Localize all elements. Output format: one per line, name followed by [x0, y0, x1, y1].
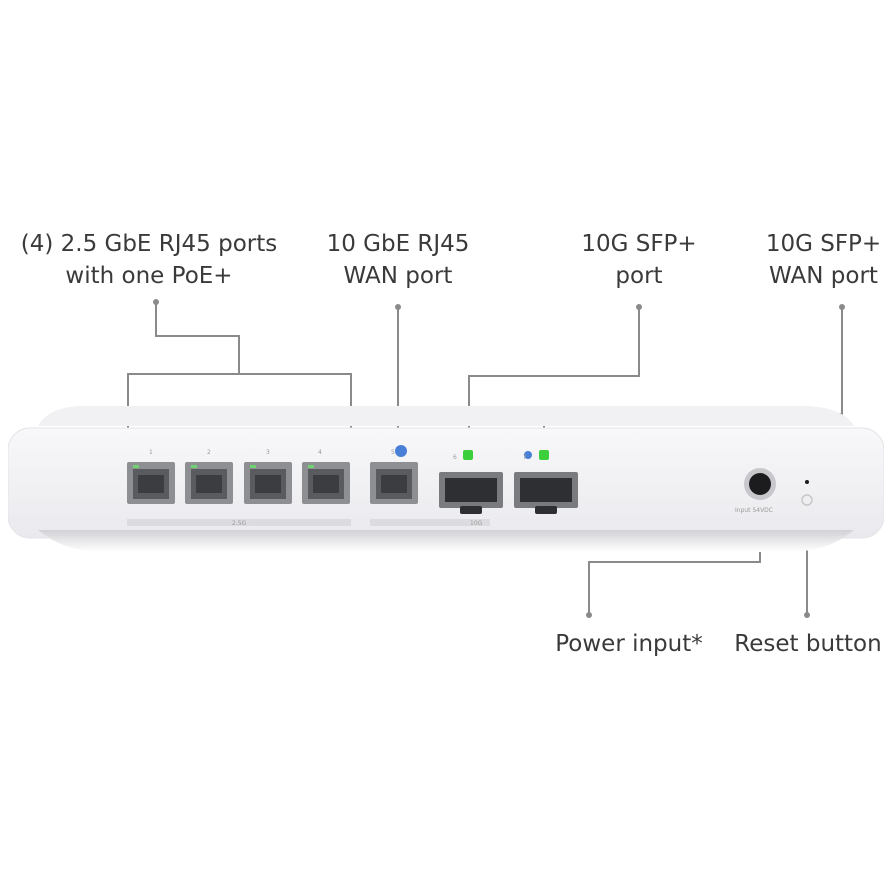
- callout-line: with one PoE+: [65, 263, 233, 289]
- callout-dot: [395, 304, 401, 310]
- rj45-port: [302, 462, 350, 504]
- group-label-rj45: 2.5G: [232, 520, 247, 527]
- callout-line: 10 GbE RJ45: [326, 231, 470, 257]
- rj45-port: [185, 462, 233, 504]
- device-lid: [38, 406, 854, 426]
- callout-line: Power input*: [555, 631, 703, 657]
- power-label: Input 54VDC: [735, 507, 773, 514]
- port-label: 1: [149, 449, 153, 456]
- callout-reset: Reset button: [728, 628, 888, 660]
- callout-dot: [636, 304, 642, 310]
- port-label: 7: [523, 454, 527, 461]
- rj45-port-group: [127, 462, 351, 526]
- wan-globe-icon: [395, 445, 407, 457]
- callout-line: 10G SFP+: [581, 231, 697, 257]
- rj45-group-bar: [127, 519, 351, 526]
- port-label: 3: [266, 449, 270, 456]
- callout-rj45-ports: (4) 2.5 GbE RJ45 ports with one PoE+: [14, 228, 284, 292]
- callout-sfp-wan: 10G SFP+ WAN port: [756, 228, 891, 292]
- sfp-wan-port: [514, 450, 578, 514]
- rj45-port: [244, 462, 292, 504]
- group-label-wan: 10G: [470, 520, 483, 527]
- wan-group-bar: [370, 519, 490, 526]
- callout-line: WAN port: [343, 263, 453, 289]
- port-label: 5: [391, 449, 395, 456]
- callout-wan-rj45: 10 GbE RJ45 WAN port: [318, 228, 478, 292]
- callout-line: Reset button: [734, 631, 882, 657]
- power-jack: [749, 473, 771, 495]
- callout-dot: [586, 612, 592, 618]
- port-label: 2: [207, 449, 211, 456]
- wan-rj45-port: [370, 445, 490, 526]
- rj45-port: [127, 462, 175, 504]
- reset-button: [801, 494, 813, 506]
- sfp-port: [439, 450, 503, 514]
- callout-line: WAN port: [769, 263, 878, 289]
- callout-line: (4) 2.5 GbE RJ45 ports: [20, 231, 278, 257]
- port-label: 4: [318, 449, 322, 456]
- callout-sfp-port: 10G SFP+ port: [564, 228, 714, 292]
- port-label: 6: [453, 454, 457, 461]
- gateway-device: [8, 406, 884, 552]
- sfp-wan-link-led: [539, 450, 549, 460]
- device-shadow: [38, 530, 854, 552]
- callout-dot: [153, 299, 159, 305]
- callout-line: port: [615, 263, 663, 289]
- sfp-wan-globe-icon: [524, 451, 532, 459]
- callout-dot: [804, 612, 810, 618]
- callout-power: Power input*: [548, 628, 710, 660]
- callout-line: 10G SFP+: [765, 231, 882, 257]
- callout-dot: [839, 304, 845, 310]
- sfp-link-led: [463, 450, 473, 460]
- reset-indicator: [805, 480, 809, 484]
